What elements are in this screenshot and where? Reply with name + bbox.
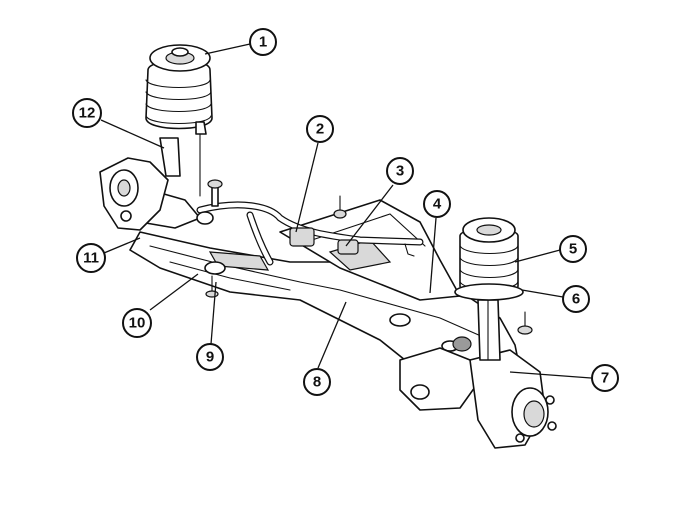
callout-4-label: 4 bbox=[433, 196, 442, 213]
front-crossmember bbox=[129, 231, 521, 381]
callout-7: 7 bbox=[591, 364, 619, 392]
leader-line-6 bbox=[521, 289, 564, 298]
callout-3: 3 bbox=[386, 157, 414, 185]
leader-line-8 bbox=[317, 301, 347, 369]
leader-line-1 bbox=[204, 43, 251, 55]
callout-2-label: 2 bbox=[316, 121, 324, 138]
callout-2: 2 bbox=[306, 115, 334, 143]
callout-5-label: 5 bbox=[569, 241, 577, 258]
callout-12: 12 bbox=[72, 98, 102, 128]
right-strut-assembly bbox=[454, 217, 524, 361]
leader-line-10 bbox=[149, 273, 199, 311]
callout-10: 10 bbox=[122, 308, 152, 338]
left-steering-knuckle bbox=[99, 157, 169, 231]
leader-line-2 bbox=[295, 142, 319, 233]
callout-8-label: 8 bbox=[313, 374, 321, 391]
leader-line-7 bbox=[509, 371, 592, 379]
callout-1-label: 1 bbox=[259, 34, 267, 51]
leader-line-5 bbox=[514, 249, 561, 263]
leader-line-12 bbox=[100, 119, 165, 149]
callout-6-label: 6 bbox=[572, 291, 580, 308]
callout-7-label: 7 bbox=[601, 370, 609, 387]
left-strut-assembly bbox=[145, 44, 213, 197]
callout-1: 1 bbox=[249, 28, 277, 56]
leader-line-11 bbox=[103, 237, 141, 254]
callout-6: 6 bbox=[562, 285, 590, 313]
callout-3-label: 3 bbox=[396, 163, 404, 180]
callout-10-label: 10 bbox=[129, 315, 146, 332]
right-lower-arm bbox=[399, 336, 481, 411]
callout-11-label: 11 bbox=[83, 250, 99, 267]
right-steering-knuckle bbox=[469, 349, 557, 449]
callout-4: 4 bbox=[423, 190, 451, 218]
callout-5: 5 bbox=[559, 235, 587, 263]
leader-line-3 bbox=[345, 184, 394, 247]
callout-12-label: 12 bbox=[79, 105, 96, 122]
callout-9: 9 bbox=[196, 343, 224, 371]
callout-8: 8 bbox=[303, 368, 331, 396]
leader-line-9 bbox=[210, 281, 217, 345]
stabilizer-bar bbox=[196, 201, 424, 266]
leader-lines bbox=[100, 43, 592, 379]
leader-line-4 bbox=[429, 217, 437, 294]
callout-11: 11 bbox=[76, 243, 106, 273]
callout-9-label: 9 bbox=[206, 349, 214, 366]
